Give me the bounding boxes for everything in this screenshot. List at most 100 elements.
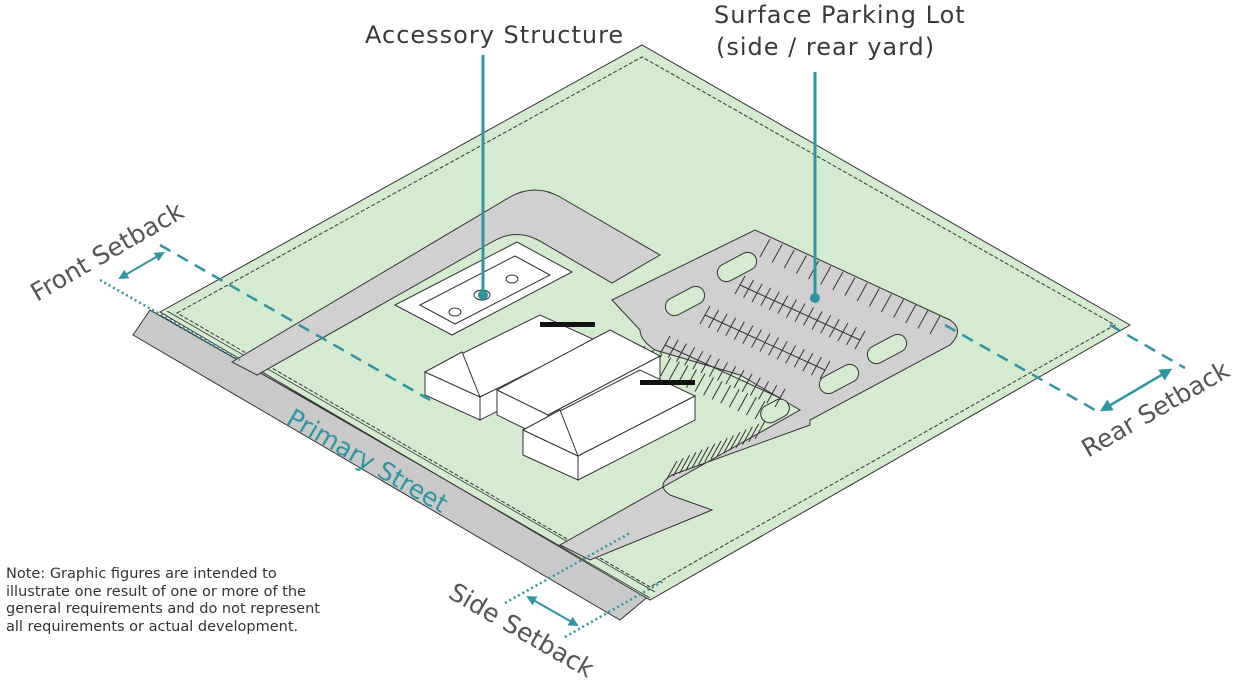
- stall-tick: [708, 358, 720, 377]
- stall-tick: [734, 275, 746, 295]
- stall-tick: [929, 315, 941, 335]
- stall-tick: [699, 305, 711, 325]
- stall-tick: [725, 366, 737, 385]
- stall-tick: [777, 295, 789, 314]
- stall-tick: [776, 341, 788, 360]
- stall-tick: [751, 283, 763, 303]
- stall-tick: [697, 446, 709, 465]
- stall-tick: [668, 361, 680, 380]
- stall-tick: [684, 347, 696, 366]
- stall-tick: [667, 339, 679, 359]
- stall-tick: [694, 373, 706, 392]
- rear-property-dotted: [1109, 323, 1186, 370]
- parking-island: [760, 398, 790, 424]
- stall-tick: [759, 333, 771, 352]
- stall-tick: [758, 381, 770, 400]
- stall-tick: [711, 381, 723, 400]
- stall-tick: [917, 310, 929, 329]
- stall-tick: [856, 282, 868, 302]
- stall-tick: [750, 329, 762, 348]
- stall-tick: [710, 440, 722, 460]
- driveway: [230, 189, 661, 376]
- parking-lot: [558, 229, 958, 561]
- disclaimer-note: Note: Graphic figures are intended to il…: [6, 566, 320, 635]
- stall-tick: [749, 377, 761, 396]
- stall-tick: [708, 309, 720, 329]
- front-setback-arrow: [118, 251, 165, 280]
- building-wall-marker: [540, 322, 595, 327]
- stall-tick: [820, 315, 832, 334]
- stall-tick: [735, 429, 747, 448]
- stall-tick: [679, 455, 691, 474]
- stall-tick: [820, 266, 832, 285]
- parking-label-line1: Surface Parking Lot: [714, 1, 966, 29]
- stall-tick: [785, 299, 797, 318]
- stall-tick: [733, 321, 745, 340]
- stall-tick: [811, 311, 823, 330]
- parking-island: [818, 363, 860, 395]
- stall-tick: [725, 317, 737, 337]
- parking-island: [664, 285, 706, 317]
- stall-tick: [785, 345, 797, 364]
- stall-tick: [832, 271, 844, 291]
- stall-tick: [717, 362, 728, 381]
- stall-tick: [716, 313, 728, 333]
- stall-tick: [754, 400, 766, 420]
- stall-tick: [845, 326, 857, 346]
- stall-tick: [691, 449, 703, 468]
- front-property-dotted: [99, 278, 241, 362]
- front-setback-label: Front Setback: [26, 196, 190, 307]
- stall-tick: [828, 318, 840, 338]
- stall-tick: [745, 396, 757, 416]
- side-setback-line: [504, 531, 631, 605]
- front-setback-line: [159, 243, 431, 402]
- stall-tick: [783, 249, 795, 269]
- stall-tick: [704, 443, 716, 463]
- stall-tick: [880, 293, 892, 313]
- stall-tick: [768, 337, 780, 356]
- accessory-structure-dot: [478, 290, 488, 300]
- accessory-structure-label: Accessory Structure: [365, 21, 624, 49]
- stall-tick: [774, 388, 786, 408]
- rear-setback-line: [944, 323, 1096, 412]
- rear-setback-arrow: [1099, 368, 1173, 412]
- stall-tick: [768, 291, 780, 310]
- stall-tick: [803, 307, 815, 326]
- stall-tick: [743, 279, 755, 299]
- parking-stalls: [634, 238, 941, 480]
- stall-tick: [794, 303, 806, 322]
- stall-tick: [716, 437, 728, 457]
- stall-tick: [868, 288, 880, 307]
- rear-setback-label: Rear Setback: [1077, 355, 1235, 463]
- stall-tick: [754, 420, 766, 440]
- pool-marker: [505, 274, 519, 284]
- stall-tick: [793, 348, 805, 368]
- stall-tick: [720, 385, 732, 404]
- stall-tick: [837, 322, 849, 342]
- stall-tick: [802, 352, 814, 372]
- stall-tick: [741, 426, 753, 445]
- stall-tick: [723, 435, 735, 454]
- stall-tick: [733, 369, 745, 389]
- stall-tick: [893, 299, 905, 318]
- stall-tick: [728, 388, 740, 408]
- parking-dot: [810, 293, 820, 303]
- stall-tick: [685, 452, 697, 471]
- building-wall-marker: [640, 380, 695, 385]
- stall-tick: [742, 325, 754, 344]
- stall-tick: [844, 277, 856, 296]
- stall-tick: [759, 238, 771, 258]
- parking-island: [866, 333, 908, 365]
- parking-label-line2: (side / rear yard): [716, 33, 935, 61]
- stall-tick: [748, 423, 760, 443]
- side-property-dotted: [564, 578, 666, 639]
- stall-tick: [905, 304, 917, 324]
- stall-tick: [675, 343, 687, 362]
- stall-tick: [692, 350, 704, 370]
- stall-tick: [700, 354, 712, 374]
- stall-tick: [737, 392, 749, 412]
- stall-tick: [819, 360, 831, 380]
- stall-tick: [766, 384, 778, 404]
- stall-tick: [854, 330, 866, 350]
